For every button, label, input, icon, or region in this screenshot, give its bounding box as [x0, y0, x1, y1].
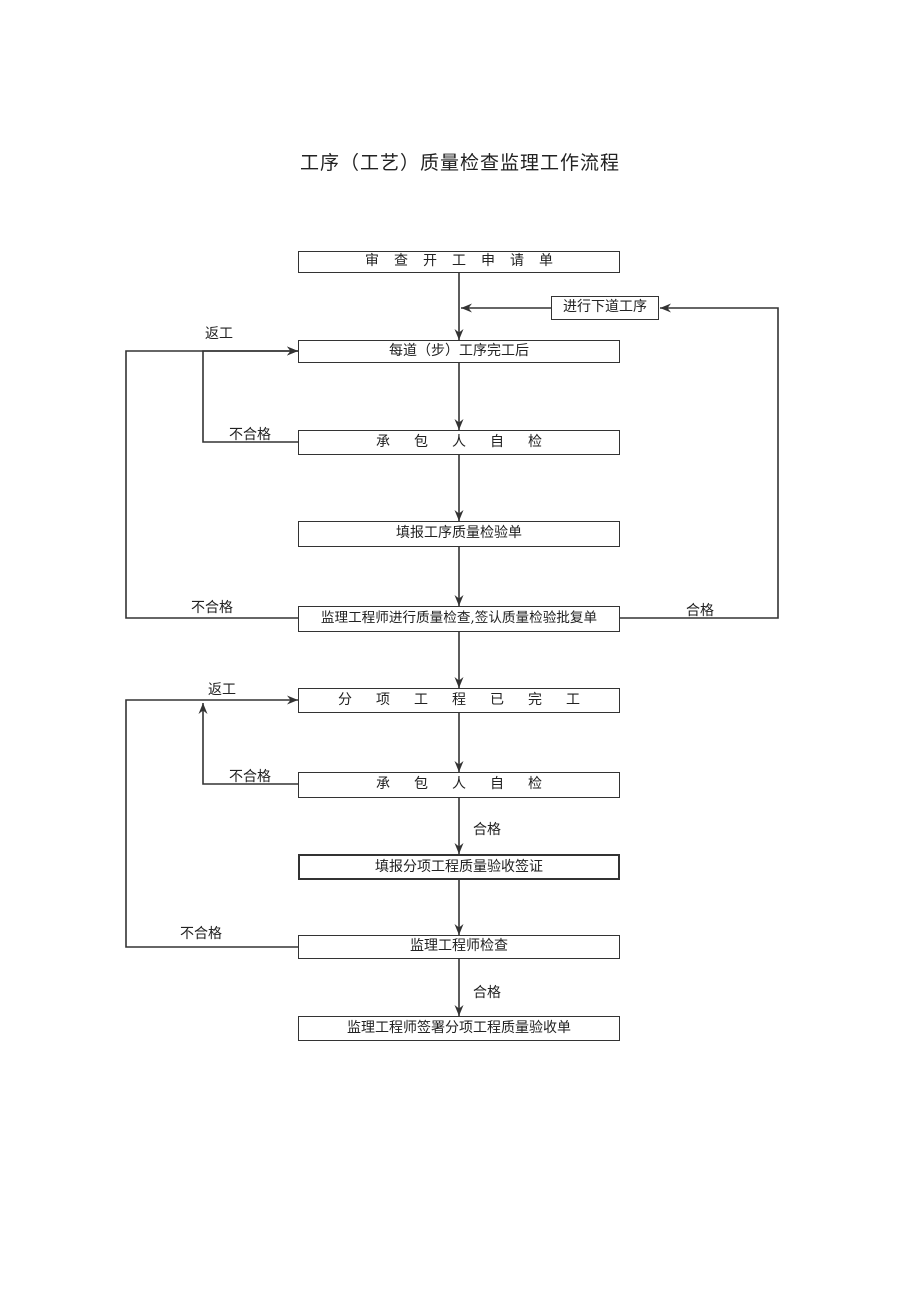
- box-review-start-request: 审查开工申请单: [298, 251, 620, 273]
- box-engineer-sign-acceptance: 监理工程师签署分项工程质量验收单: [298, 1016, 620, 1041]
- arrow-fail-4-rework: [125, 695, 298, 948]
- arrow-pass-to-next-process: [620, 303, 779, 619]
- label-pass-2: 合格: [473, 822, 501, 838]
- box-sub-item-completed: 分项工程已完工: [298, 688, 620, 713]
- box-fill-sub-item-acceptance: 填报分项工程质量验收签证: [298, 854, 620, 880]
- page-title: 工序（工艺）质量检查监理工作流程: [299, 152, 620, 174]
- label-fail-1: 不合格: [229, 427, 271, 443]
- arrow-fail-3-rework: [198, 703, 298, 785]
- box-contractor-self-check-1: 承包人自检: [298, 430, 620, 455]
- label-fail-2: 不合格: [191, 600, 233, 616]
- box-fill-process-quality-form: 填报工序质量检验单: [298, 521, 620, 547]
- label-fail-4: 不合格: [180, 926, 222, 942]
- box-after-each-step: 每道（步）工序完工后: [298, 340, 620, 363]
- label-fail-3: 不合格: [229, 769, 271, 785]
- box-next-process: 进行下道工序: [551, 296, 659, 320]
- label-pass-1: 合格: [686, 603, 714, 619]
- box-engineer-quality-check: 监理工程师进行质量检查,签认质量检验批复单: [298, 606, 620, 632]
- box-contractor-self-check-2: 承包人自检: [298, 772, 620, 798]
- label-rework-1: 返工: [205, 326, 233, 342]
- box-engineer-check: 监理工程师检查: [298, 935, 620, 959]
- arrow-fail-2-rework: [125, 346, 298, 619]
- label-pass-3: 合格: [473, 985, 501, 1001]
- label-rework-2: 返工: [208, 682, 236, 698]
